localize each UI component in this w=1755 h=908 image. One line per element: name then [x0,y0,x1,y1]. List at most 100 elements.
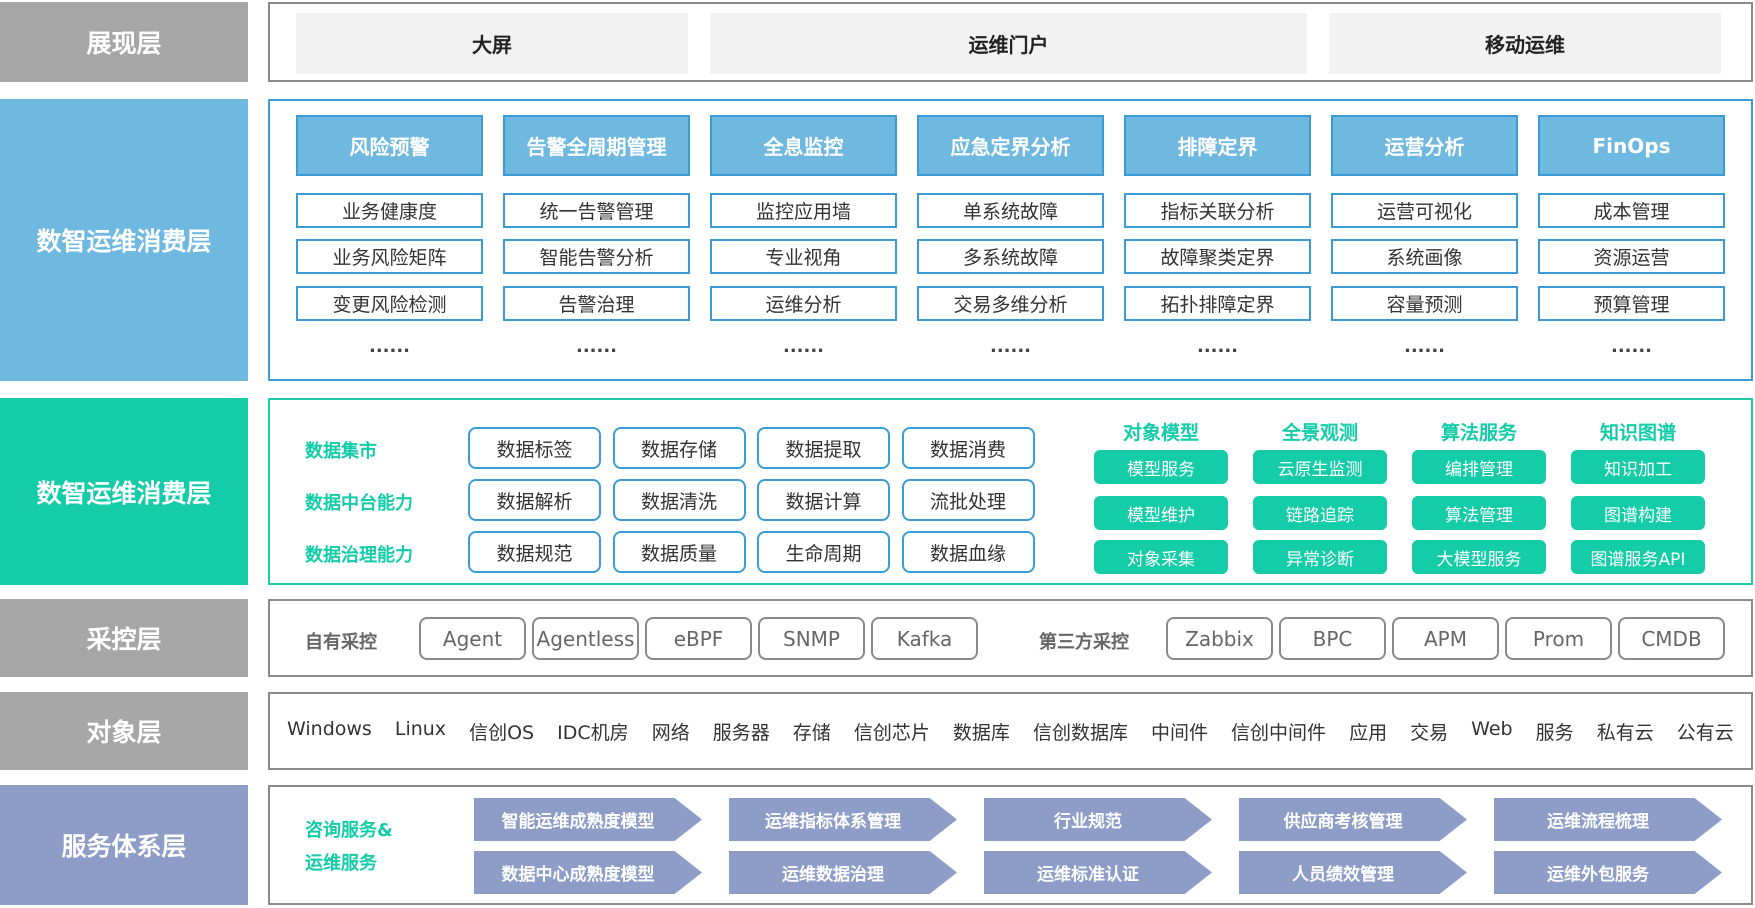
object-item: 信创OS [469,722,535,744]
data-pill[interactable]: 生命周期 [757,531,890,573]
consumption-header[interactable]: 应急定界分析 [917,115,1104,176]
data-row-label: 数据中台能力 [305,493,413,514]
service-arrow[interactable]: 供应商考核管理 [1239,798,1467,841]
data-pill[interactable]: 数据计算 [757,479,890,521]
collection-pill[interactable]: BPC [1279,617,1386,660]
group-pill[interactable]: 图谱构建 [1571,496,1705,530]
service-arrow[interactable]: 人员绩效管理 [1239,851,1467,894]
group-pill[interactable]: 算法管理 [1412,496,1546,530]
presentation-item[interactable]: 移动运维 [1329,13,1721,74]
consumption-item[interactable]: 成本管理 [1538,193,1725,228]
consumption-item[interactable]: 单系统故障 [917,193,1104,228]
service-arrow[interactable]: 运维流程梳理 [1494,798,1722,841]
consumption-header[interactable]: 风险预警 [296,115,483,176]
service-arrow[interactable]: 运维外包服务 [1494,851,1722,894]
presentation-item[interactable]: 运维门户 [710,13,1307,74]
consumption-item[interactable]: 预算管理 [1538,286,1725,321]
group-pill[interactable]: 模型维护 [1094,496,1228,530]
object-item: 私有云 [1596,722,1654,744]
object-item: Linux [394,718,447,740]
service-arrow[interactable]: 运维数据治理 [729,851,957,894]
group-pill[interactable]: 大模型服务 [1412,540,1546,574]
layer-label-collection: 采控层 [0,599,248,677]
data-layer [268,398,1753,585]
consumption-item[interactable]: 系统画像 [1331,239,1518,274]
consumption-item[interactable]: 监控应用墙 [710,193,897,228]
consumption-header[interactable]: 全息监控 [710,115,897,176]
layer-label-service: 服务体系层 [0,785,248,905]
consumption-item[interactable]: 智能告警分析 [503,239,690,274]
service-arrow[interactable]: 运维指标体系管理 [729,798,957,841]
service-arrow[interactable]: 行业规范 [984,798,1212,841]
consumption-item[interactable]: 业务健康度 [296,193,483,228]
object-item: 公有云 [1676,722,1734,744]
consumption-item[interactable]: 专业视角 [710,239,897,274]
data-pill[interactable]: 数据解析 [468,479,601,521]
data-pill[interactable]: 数据提取 [757,427,890,469]
data-pill[interactable]: 流批处理 [901,479,1035,521]
group-pill[interactable]: 知识加工 [1571,450,1705,484]
consumption-header[interactable]: 排障定界 [1124,115,1311,176]
service-label: 咨询服务& [305,820,393,841]
collection-pill[interactable]: SNMP [758,617,865,660]
consumption-item[interactable]: 资源运营 [1538,239,1725,274]
collection-pill[interactable]: Agent [419,617,526,660]
consumption-item[interactable]: 多系统故障 [917,239,1104,274]
consumption-header[interactable]: 告警全周期管理 [503,115,690,176]
data-pill[interactable]: 数据存储 [612,427,746,469]
data-pill[interactable]: 数据消费 [901,427,1035,469]
consumption-header[interactable]: 运营分析 [1331,115,1518,176]
consumption-item[interactable]: 运营可视化 [1331,193,1518,228]
group-pill[interactable]: 对象采集 [1094,540,1228,574]
consumption-item[interactable]: 故障聚类定界 [1124,239,1311,274]
service-arrow[interactable]: 运维标准认证 [984,851,1212,894]
group-pill[interactable]: 链路追踪 [1253,496,1387,530]
presentation-item[interactable]: 大屏 [296,13,688,74]
collection-pill[interactable]: Agentless [532,617,639,660]
collection-pill[interactable]: CMDB [1618,617,1725,660]
consumption-layer [268,99,1753,381]
consumption-item[interactable]: 告警治理 [503,286,690,321]
object-item: 存储 [792,722,831,744]
consumption-item[interactable]: 运维分析 [710,286,897,321]
data-pill[interactable]: 数据标签 [468,427,601,469]
data-pill[interactable]: 数据规范 [468,531,601,573]
consumption-item[interactable]: 容量预测 [1331,286,1518,321]
object-item: 信创数据库 [1032,722,1128,744]
collection-pill[interactable]: Prom [1505,617,1612,660]
data-row-label: 数据集市 [305,441,377,462]
collection-pill[interactable]: Kafka [871,617,978,660]
data-pill[interactable]: 数据清洗 [612,479,746,521]
consumption-item[interactable]: 拓扑排障定界 [1124,286,1311,321]
object-item: 信创中间件 [1231,722,1327,744]
consumption-item[interactable]: 交易多维分析 [917,286,1104,321]
group-pill[interactable]: 云原生监测 [1253,450,1387,484]
ellipsis: ...... [1610,336,1653,357]
collection-pill[interactable]: eBPF [645,617,752,660]
object-item: 数据库 [952,722,1010,744]
service-layer [268,785,1753,905]
object-item: 信创芯片 [853,722,930,744]
service-arrow[interactable]: 智能运维成熟度模型 [474,798,702,841]
layer-label-data: 数智运维消费层 [0,398,248,585]
object-item: 中间件 [1150,722,1208,744]
object-item: Web [1471,718,1513,740]
consumption-header[interactable]: FinOps [1538,115,1725,176]
group-pill[interactable]: 图谱服务API [1571,540,1705,574]
data-pill[interactable]: 数据血缘 [901,531,1035,573]
collection-pill[interactable]: APM [1392,617,1499,660]
collection-layer [268,599,1753,677]
group-title: 全景观测 [1281,422,1358,444]
consumption-item[interactable]: 业务风险矩阵 [296,239,483,274]
group-title: 知识图谱 [1599,422,1676,444]
collection-pill[interactable]: Zabbix [1166,617,1273,660]
group-pill[interactable]: 编排管理 [1412,450,1546,484]
group-title: 算法服务 [1440,422,1517,444]
consumption-item[interactable]: 指标关联分析 [1124,193,1311,228]
service-arrow[interactable]: 数据中心成熟度模型 [474,851,702,894]
consumption-item[interactable]: 统一告警管理 [503,193,690,228]
data-pill[interactable]: 数据质量 [612,531,746,573]
group-pill[interactable]: 模型服务 [1094,450,1228,484]
consumption-item[interactable]: 变更风险检测 [296,286,483,321]
group-pill[interactable]: 异常诊断 [1253,540,1387,574]
